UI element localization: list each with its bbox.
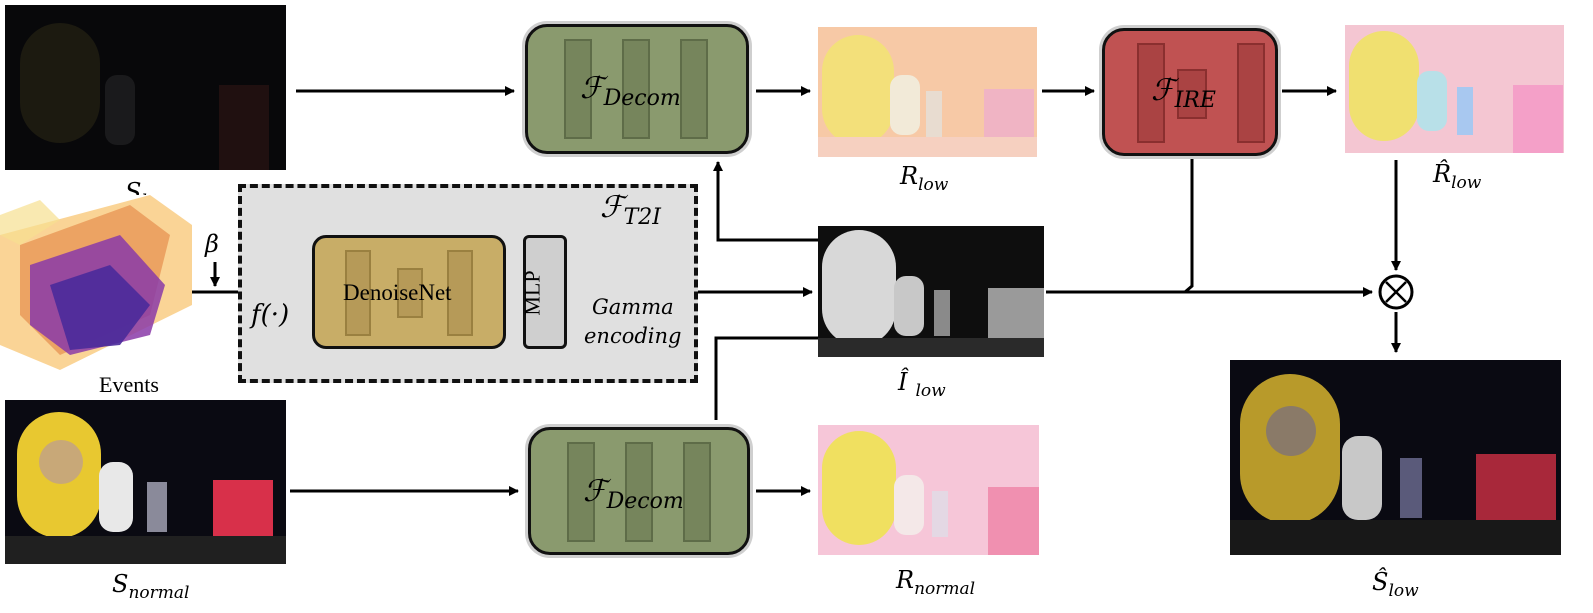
s-hat-low-label: Ŝlow [1372, 568, 1419, 601]
gamma-line1: Gamma [592, 295, 674, 319]
denoisenet-module: DenoiseNet [312, 235, 506, 349]
events-label: Events [99, 372, 159, 397]
s-normal-image [5, 400, 286, 564]
t2i-label: ℱT2I [600, 190, 661, 230]
decom-module-top: ℱDecom [525, 24, 749, 154]
decom-top-label: ℱDecom [580, 71, 681, 111]
decom-bottom-label: ℱDecom [583, 474, 684, 514]
r-normal-label: Rnormal [896, 566, 976, 599]
mlp-module: MLP [519, 235, 567, 349]
r-normal-image [818, 425, 1039, 555]
f-function-label: f(·) [251, 300, 290, 330]
mlp-label: MLP [519, 270, 545, 316]
s-hat-low-image [1230, 360, 1561, 555]
i-hat-low-image [818, 226, 1044, 357]
r-hat-low-image [1345, 25, 1564, 153]
r-hat-low-label: R̂low [1433, 160, 1482, 193]
beta-label: β [205, 230, 219, 258]
denoisenet-label: DenoiseNet [343, 280, 452, 305]
s-low-image [5, 5, 286, 170]
r-low-image [818, 27, 1037, 157]
ire-label: ℱIRE [1151, 73, 1216, 113]
gamma-line2: encoding [584, 324, 682, 348]
r-low-label: Rlow [900, 162, 949, 195]
s-normal-label: Snormal [112, 570, 190, 603]
ire-module: ℱIRE [1102, 28, 1278, 156]
events-image [0, 195, 192, 370]
decom-module-bottom: ℱDecom [528, 427, 750, 555]
